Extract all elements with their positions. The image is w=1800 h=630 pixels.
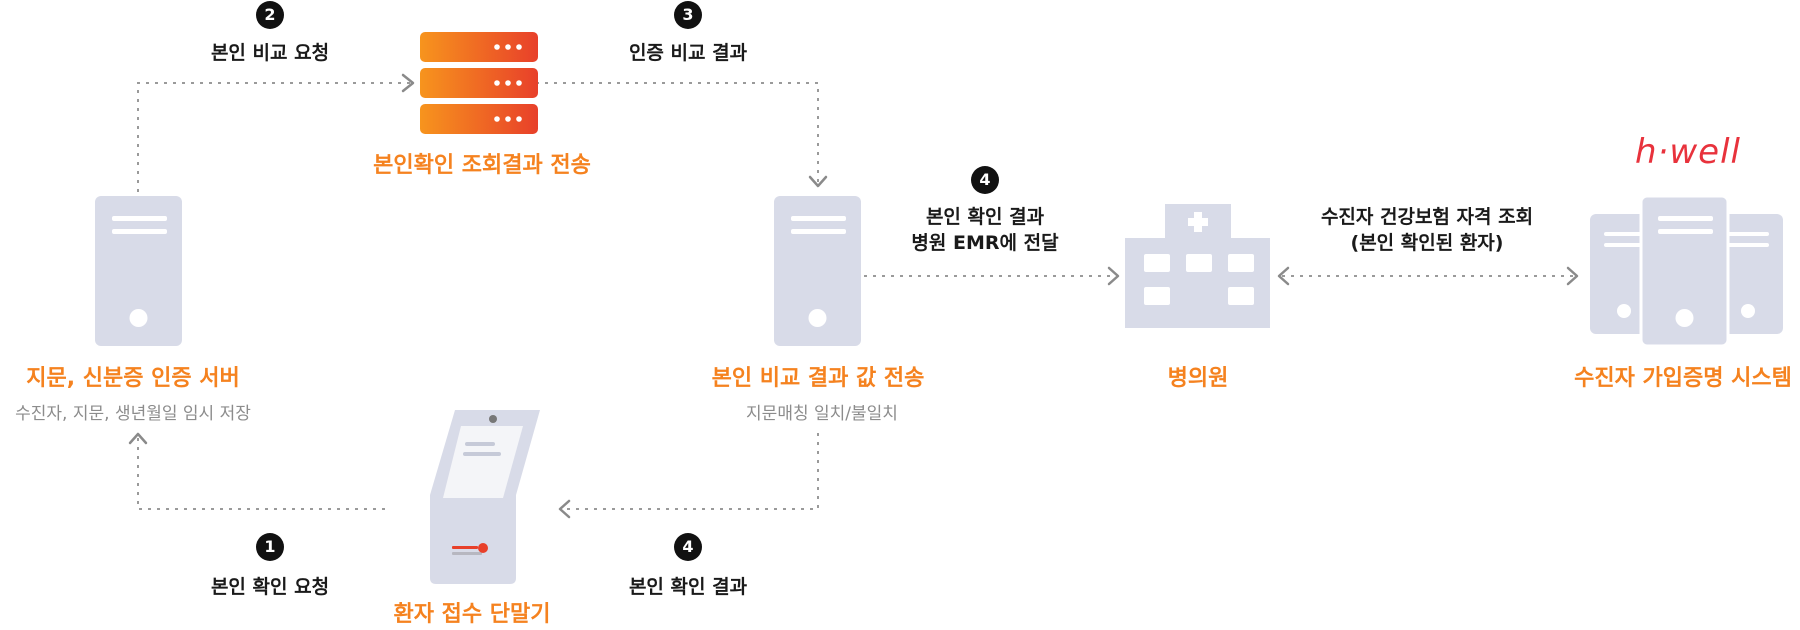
eligibility-line2: (본인 확인된 환자) xyxy=(1350,232,1504,254)
connector-kiosk-to-fingerprint xyxy=(137,438,385,510)
arrow-right-icon xyxy=(1566,266,1579,286)
arrow-down-icon xyxy=(808,175,828,188)
step-3-label: 인증 비교 결과 xyxy=(628,42,748,64)
central-server-title: 본인확인 조회결과 전송 xyxy=(373,153,591,178)
arrow-right-icon xyxy=(401,73,415,93)
connectors xyxy=(137,82,1576,510)
step-badge-4b: 4 xyxy=(674,533,702,561)
step-1-label: 본인 확인 요청 xyxy=(210,576,330,598)
kiosk-icon xyxy=(430,410,540,584)
eligibility-line1: 수진자 건강보험 자격 조회 xyxy=(1320,206,1534,228)
step-4b-label: 본인 확인 결과 xyxy=(628,576,748,598)
step-badge-2: 2 xyxy=(256,1,284,29)
step-badge-1: 1 xyxy=(256,533,284,561)
fingerprint-server-subtitle: 수진자, 지문, 생년월일 임시 저장 xyxy=(15,404,251,424)
step-4a-line2: 병원 EMR에 전달 xyxy=(911,232,1059,254)
compare-server-icon xyxy=(774,196,861,346)
step-2-label: 본인 비교 요청 xyxy=(210,42,330,64)
hospital-title: 병의원 xyxy=(1167,366,1229,391)
compare-server-title: 본인 비교 결과 값 전송 xyxy=(711,366,925,391)
connector-compare-to-kiosk xyxy=(560,433,819,510)
fingerprint-server-title: 지문, 신분증 인증 서버 xyxy=(26,366,240,391)
insurance-system-title: 수진자 가입증명 시스템 xyxy=(1574,366,1792,391)
arrow-right-icon xyxy=(1107,266,1120,286)
fingerprint-server-icon xyxy=(95,196,182,346)
hwell-logo: h·well xyxy=(1635,132,1741,172)
compare-server-subtitle: 지문매칭 일치/불일치 xyxy=(746,404,898,424)
arrow-left-icon xyxy=(1277,266,1290,286)
arrow-left-icon xyxy=(558,499,571,519)
hospital-icon xyxy=(1125,204,1270,328)
connector-request-to-central xyxy=(137,82,412,192)
insurance-servers-icon xyxy=(1590,194,1783,348)
kiosk-title: 환자 접수 단말기 xyxy=(393,602,551,627)
step-4a-label: 본인 확인 결과 병원 EMR에 전달 xyxy=(911,204,1058,256)
connector-central-to-compare xyxy=(536,82,819,184)
central-server-icon xyxy=(420,32,538,134)
step-badge-4a: 4 xyxy=(971,166,999,194)
step-4a-line1: 본인 확인 결과 xyxy=(925,206,1045,228)
eligibility-label: 수진자 건강보험 자격 조회 (본인 확인된 환자) xyxy=(1321,204,1533,256)
arrow-up-icon xyxy=(128,432,148,445)
arrowheads xyxy=(128,73,1579,519)
step-badge-3: 3 xyxy=(674,1,702,29)
